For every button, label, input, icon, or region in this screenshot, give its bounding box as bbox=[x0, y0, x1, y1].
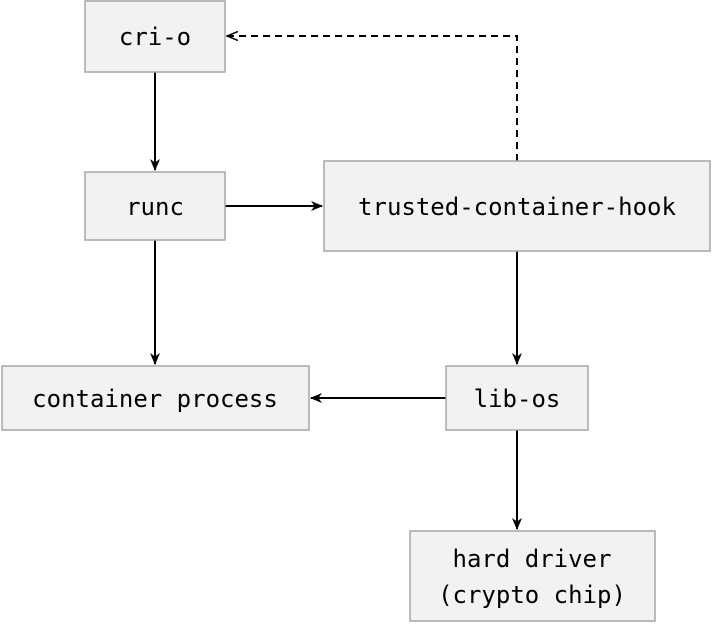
node-hard-driver: hard driver (crypto chip) bbox=[409, 530, 656, 622]
node-cri-o: cri-o bbox=[84, 0, 226, 73]
node-hard-driver-label-line1: hard driver bbox=[453, 545, 612, 573]
node-runc: runc bbox=[84, 171, 226, 241]
node-hard-driver-label-line2: (crypto chip) bbox=[438, 581, 626, 609]
node-runc-label: runc bbox=[126, 193, 184, 221]
node-container-process: container process bbox=[1, 365, 310, 431]
node-trusted-container-hook: trusted-container-hook bbox=[323, 160, 711, 252]
node-lib-os-label: lib-os bbox=[474, 385, 561, 413]
node-trusted-container-hook-label: trusted-container-hook bbox=[358, 193, 676, 221]
node-cri-o-label: cri-o bbox=[119, 23, 191, 51]
edge-hook-to-crio bbox=[227, 36, 518, 161]
node-lib-os: lib-os bbox=[445, 365, 589, 431]
node-container-process-label: container process bbox=[32, 385, 278, 413]
